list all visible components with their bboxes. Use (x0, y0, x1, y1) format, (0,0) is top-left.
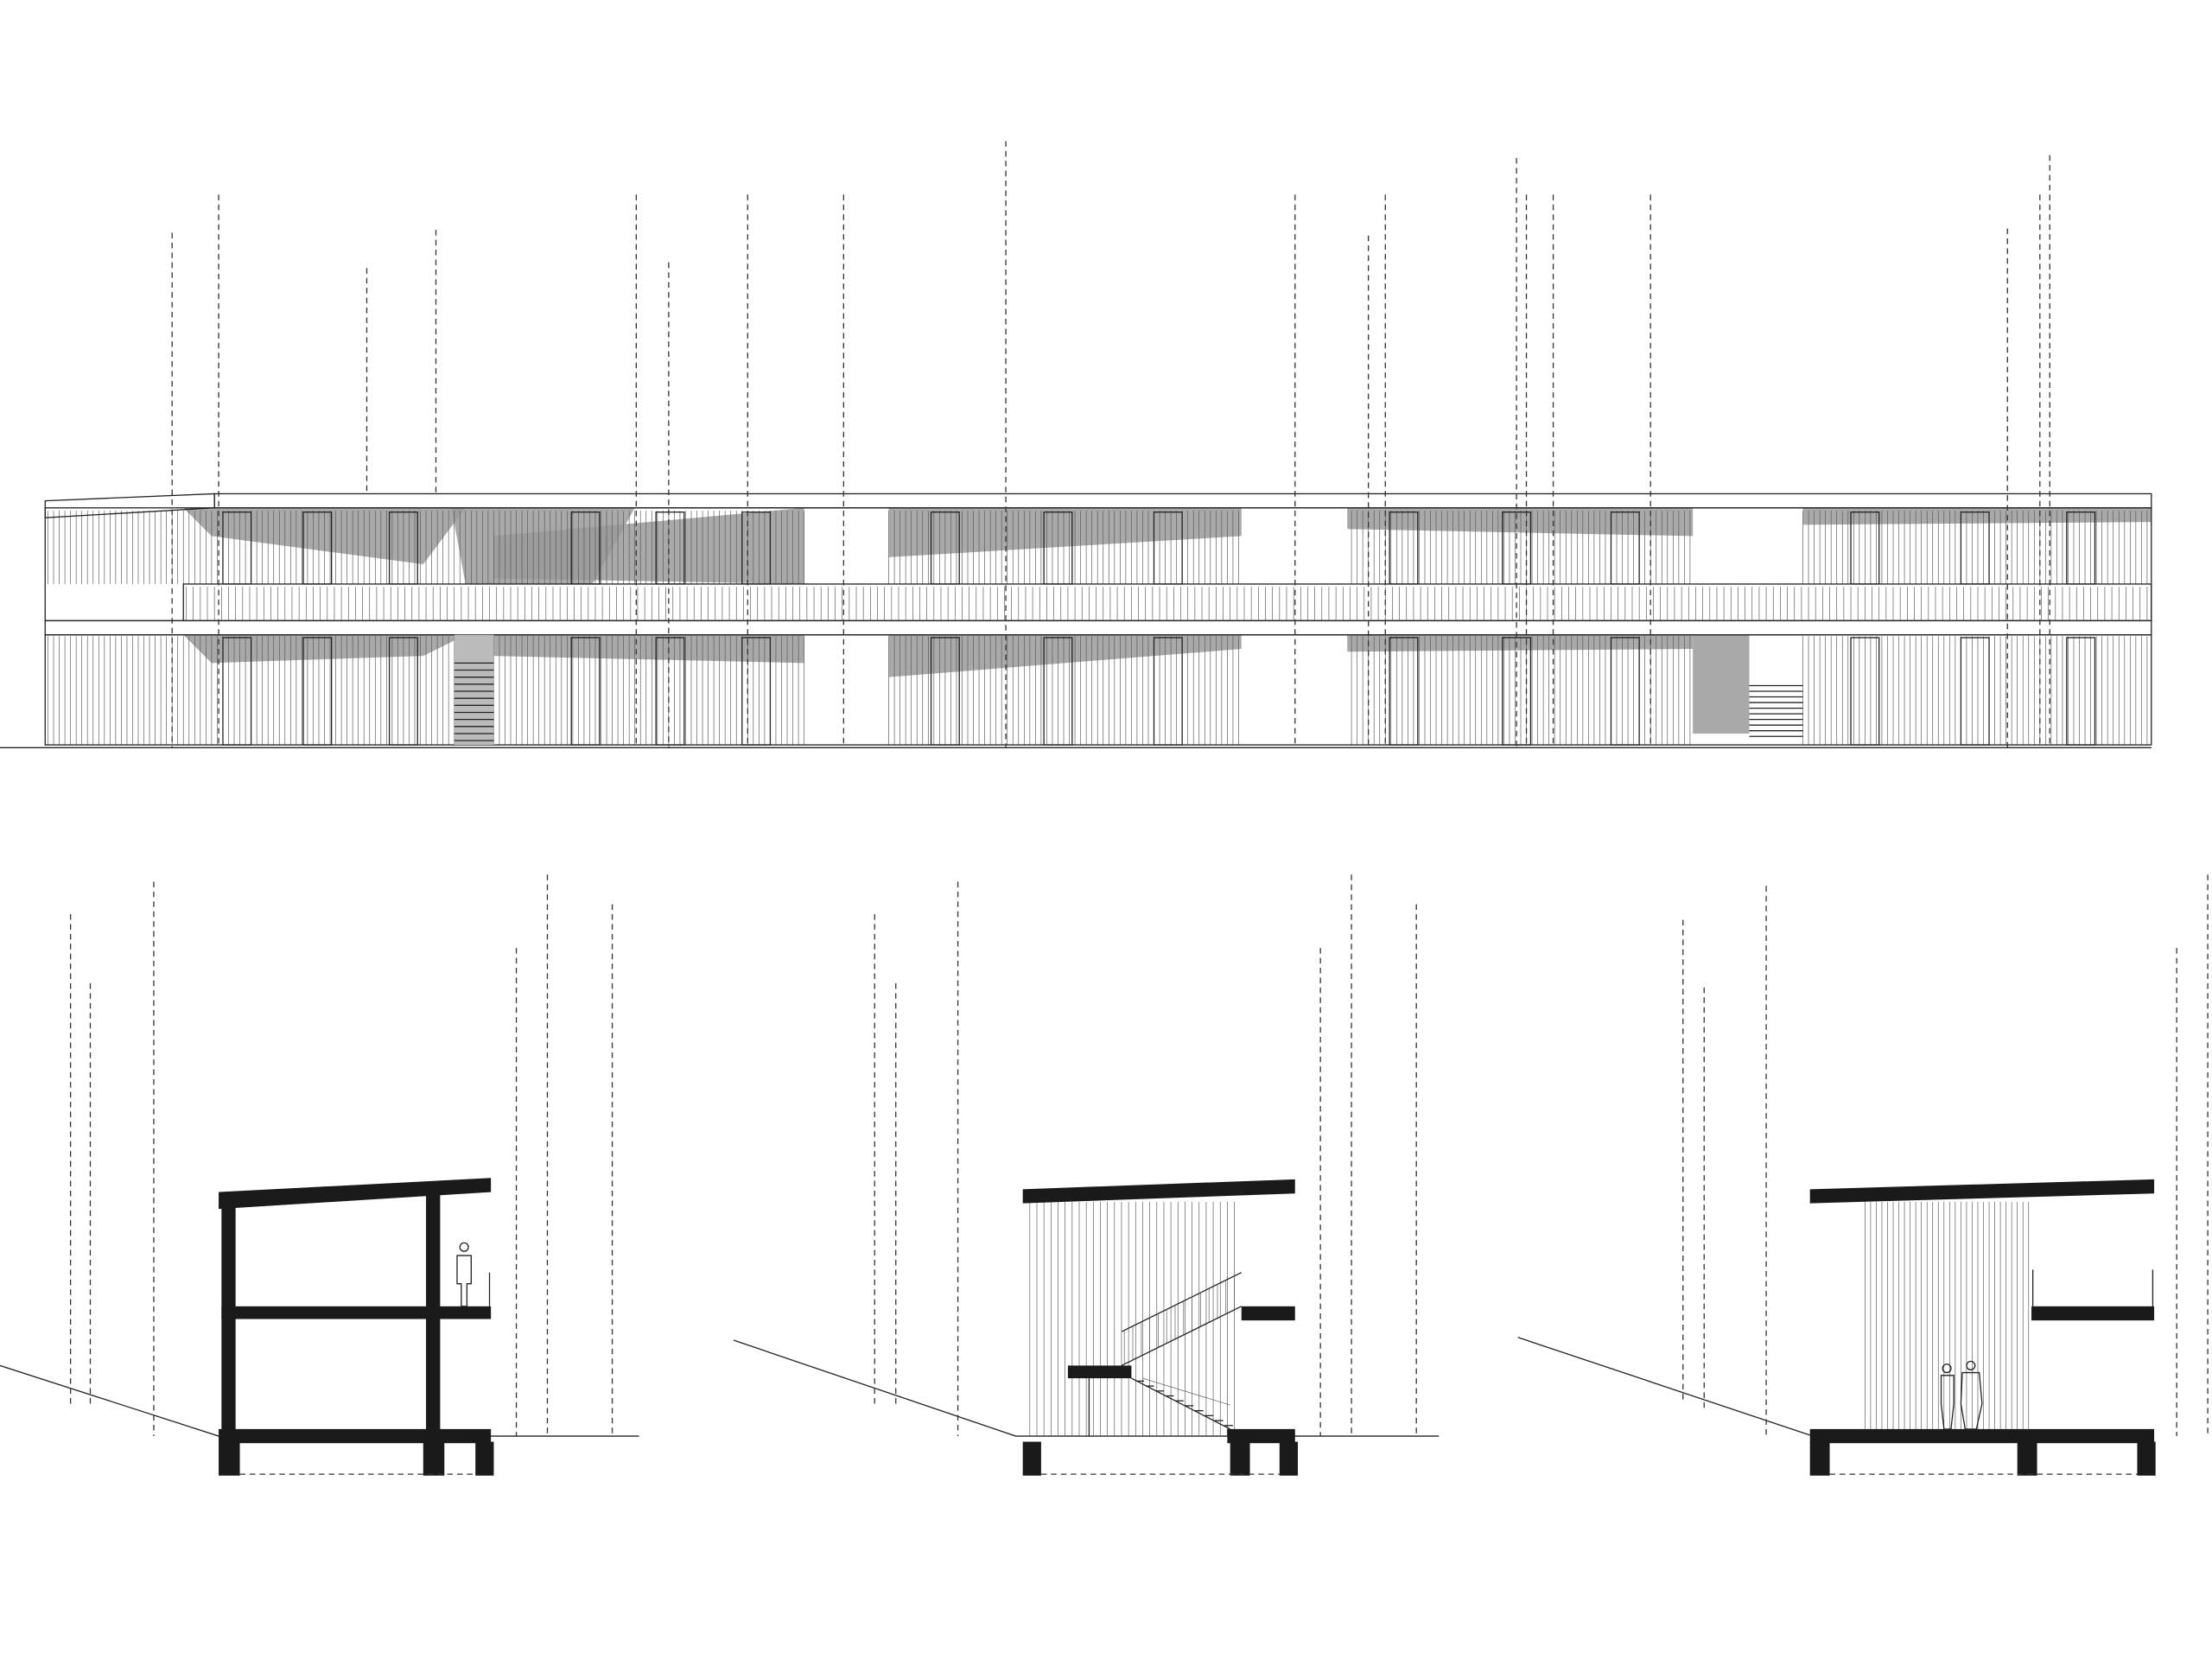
ground-floor (44, 634, 2152, 746)
stair-core (454, 634, 494, 746)
terrain-line (0, 1364, 639, 1437)
window (1153, 512, 1183, 585)
floor-slab (221, 1306, 492, 1319)
section-2 (733, 874, 1440, 1476)
shadow-area (1347, 634, 1694, 652)
window (741, 637, 772, 746)
person-figure (456, 1242, 472, 1307)
roof-slab (1809, 1179, 2155, 1204)
facade-cladding (48, 511, 2148, 746)
tree-trunk-lines (1682, 874, 2209, 1437)
window (1153, 637, 1183, 746)
window (302, 637, 333, 746)
building-elevation (0, 141, 2152, 748)
shadow-area (1347, 507, 1694, 537)
windows (222, 512, 2096, 746)
tree-trunk-lines (874, 874, 1417, 1437)
shadow-area (1802, 507, 2152, 525)
balcony-railing (182, 583, 2152, 622)
window (1043, 637, 1073, 746)
window (930, 637, 960, 746)
pier (2137, 1441, 2156, 1476)
terrain-line (733, 1339, 1440, 1437)
people-figures (1940, 1360, 1983, 1430)
section-1 (0, 874, 639, 1476)
cladding (1029, 1202, 1235, 1437)
shadow-area (493, 634, 804, 664)
terrain-line (1517, 1337, 1814, 1437)
window (741, 512, 772, 585)
roof-slab (219, 1178, 492, 1210)
main-roof-fascia (213, 493, 2152, 509)
window (655, 512, 685, 585)
window (570, 512, 601, 585)
window (388, 637, 418, 746)
window (1850, 512, 1880, 585)
pier (423, 1441, 445, 1476)
pier (475, 1441, 494, 1476)
railing-balusters (186, 587, 2148, 621)
window (570, 637, 601, 746)
staircase (1088, 1272, 1243, 1437)
window (1389, 512, 1419, 585)
base-slab (219, 1428, 492, 1444)
stair-handrail (1142, 1377, 1230, 1406)
window (1850, 637, 1880, 746)
window (1960, 637, 1990, 746)
tree-trunk-lines (69, 874, 613, 1437)
pier (1279, 1441, 1299, 1476)
pier (1230, 1441, 1250, 1476)
window (1960, 512, 1990, 585)
stair-flight (1121, 1306, 1243, 1366)
pier (1809, 1441, 1830, 1476)
window (1610, 512, 1640, 585)
floor-slab (2031, 1306, 2155, 1321)
section-3 (1517, 874, 2209, 1476)
stair-flight (1131, 1377, 1230, 1430)
window (388, 512, 418, 585)
window (930, 512, 960, 585)
window (2066, 637, 2096, 746)
pier (219, 1441, 240, 1476)
window (655, 637, 685, 746)
stairs (454, 634, 1803, 746)
pier (2017, 1441, 2037, 1476)
window (222, 637, 252, 746)
window (222, 512, 252, 585)
shadow-area (888, 634, 1242, 677)
stair-handrail (1121, 1272, 1243, 1332)
window (1043, 512, 1073, 585)
window (1610, 637, 1640, 746)
base-slab (1227, 1428, 1295, 1444)
window (2066, 512, 2096, 585)
window (302, 512, 333, 585)
window (1389, 637, 1419, 746)
stair-landing (1067, 1365, 1132, 1379)
base-slab (1809, 1428, 2155, 1444)
shadow-area (1693, 634, 1750, 734)
shadow-area (888, 507, 1242, 557)
floor-slab (1241, 1306, 1295, 1321)
cladding (1865, 1202, 2030, 1429)
tree-trunk-lines (171, 141, 2050, 748)
roof-slab (1022, 1179, 1295, 1204)
floor-slab-edge (44, 620, 2152, 636)
pier (1022, 1441, 1041, 1476)
